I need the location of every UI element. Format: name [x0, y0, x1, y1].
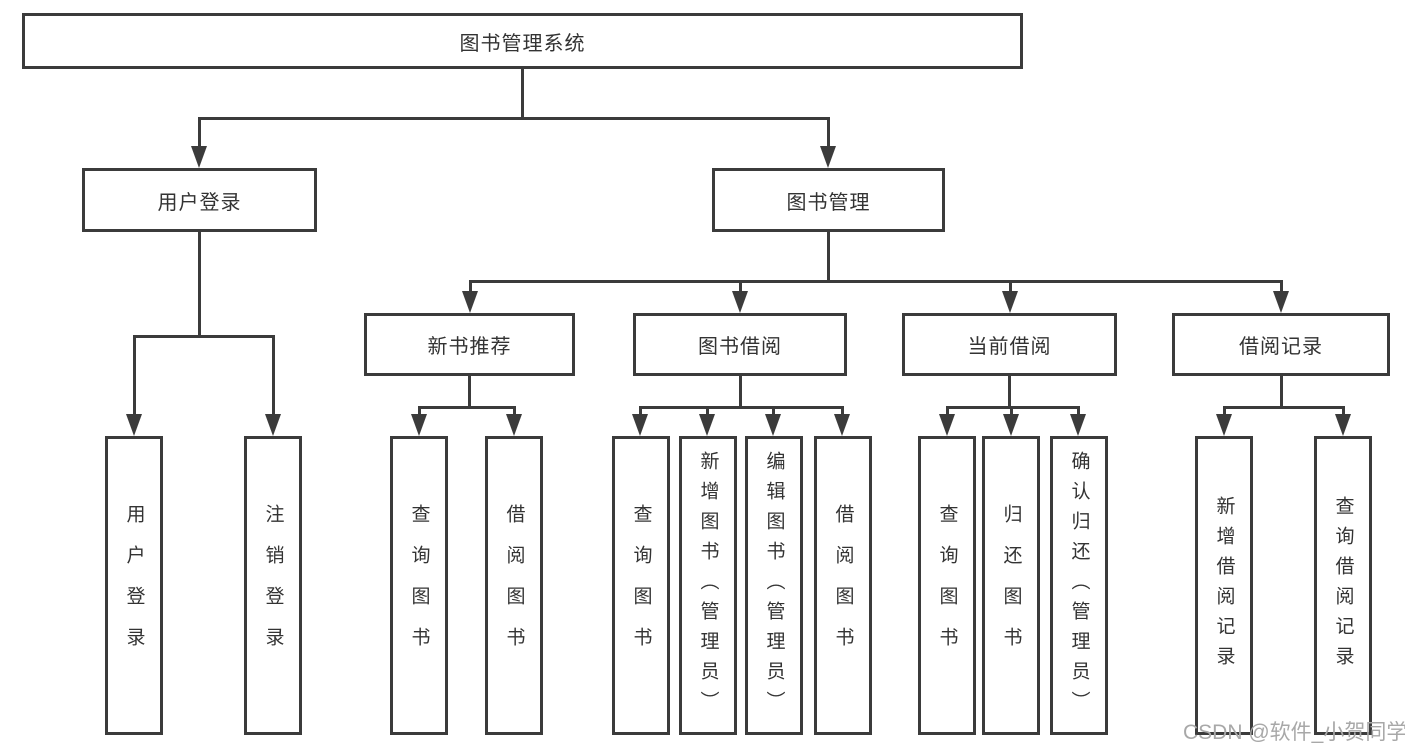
connector-line: [469, 280, 472, 293]
arrow-down-icon: [765, 414, 781, 436]
node-borrowing-records: 借阅记录: [1172, 313, 1390, 376]
arrow-down-icon: [632, 414, 648, 436]
leaf-label: 归还图书: [1000, 503, 1022, 668]
arrow-down-icon: [462, 291, 478, 313]
leaf-add-borrow-record: 新增借阅记录: [1195, 436, 1253, 735]
leaf-return-book: 归还图书: [982, 436, 1040, 735]
connector-line: [1223, 406, 1226, 417]
node-current-borrowing: 当前借阅: [902, 313, 1117, 376]
connector-line: [1077, 406, 1080, 417]
arrow-down-icon: [411, 414, 427, 436]
connector-line: [1010, 406, 1013, 417]
leaf-borrow-book: 借阅图书: [814, 436, 872, 735]
node-library-management-system: 图书管理系统: [22, 13, 1023, 69]
connector-line: [706, 406, 709, 417]
arrow-down-icon: [1216, 414, 1232, 436]
connector-line: [827, 117, 830, 148]
leaf-label: 确认归还（管理员）: [1068, 450, 1090, 721]
connector-line: [739, 280, 742, 293]
arrow-down-icon: [265, 414, 281, 436]
node-label: 图书管理: [786, 191, 871, 214]
connector-line: [198, 117, 201, 148]
arrow-down-icon: [506, 414, 522, 436]
leaf-query-borrow-record: 查询借阅记录: [1314, 436, 1372, 735]
leaf-label: 新增图书（管理员）: [697, 450, 719, 721]
connector-line: [827, 232, 830, 282]
connector-line: [841, 406, 844, 417]
leaf-confirm-return-admin: 确认归还（管理员）: [1050, 436, 1108, 735]
arrow-down-icon: [1335, 414, 1351, 436]
leaf-borrow-book-recommend: 借阅图书: [485, 436, 543, 735]
connector-line: [418, 406, 515, 409]
connector-line: [739, 376, 742, 408]
arrow-down-icon: [820, 146, 836, 168]
node-label: 新书推荐: [427, 336, 512, 358]
leaf-label: 新增借阅记录: [1213, 495, 1235, 676]
arrow-down-icon: [1273, 291, 1289, 313]
connector-line: [521, 69, 524, 118]
node-label: 用户登录: [157, 191, 242, 214]
connector-line: [946, 406, 1080, 409]
connector-line: [198, 117, 830, 120]
connector-line: [639, 406, 844, 409]
node-book-borrowing: 图书借阅: [633, 313, 847, 376]
leaf-query-book-current: 查询图书: [918, 436, 976, 735]
connector-line: [1342, 406, 1345, 417]
connector-line: [198, 232, 201, 336]
node-label: 图书管理系统: [459, 32, 586, 55]
connector-line: [1280, 280, 1283, 293]
arrow-down-icon: [191, 146, 207, 168]
arrow-down-icon: [732, 291, 748, 313]
leaf-label: 注销登录: [262, 503, 284, 668]
connector-line: [133, 335, 274, 338]
leaf-query-book-recommend: 查询图书: [390, 436, 448, 735]
node-label: 借阅记录: [1239, 336, 1323, 358]
leaf-label: 借阅图书: [503, 503, 525, 668]
arrow-down-icon: [1070, 414, 1086, 436]
leaf-label: 查询图书: [936, 503, 958, 668]
watermark: CSDN @软件_小贺同学: [1183, 721, 1405, 744]
connector-line: [1008, 376, 1011, 408]
connector-line: [772, 406, 775, 417]
arrow-down-icon: [126, 414, 142, 436]
node-book-management: 图书管理: [712, 168, 945, 232]
leaf-label: 编辑图书（管理员）: [763, 450, 785, 721]
node-user-login: 用户登录: [82, 168, 317, 232]
connector-line: [272, 335, 275, 416]
leaf-label: 查询图书: [408, 503, 430, 668]
connector-line: [133, 335, 136, 416]
arrow-down-icon: [834, 414, 850, 436]
leaf-query-book-borrowing: 查询图书: [612, 436, 670, 735]
leaf-label: 借阅图书: [832, 503, 854, 668]
node-label: 当前借阅: [967, 336, 1052, 358]
arrow-down-icon: [1002, 291, 1018, 313]
leaf-label: 查询借阅记录: [1332, 495, 1354, 676]
connector-line: [946, 406, 949, 417]
connector-line: [418, 406, 421, 417]
leaf-edit-book-admin: 编辑图书（管理员）: [745, 436, 803, 735]
connector-line: [469, 280, 1282, 283]
connector-line: [1223, 406, 1344, 409]
leaf-user-login: 用户登录: [105, 436, 163, 735]
leaf-logout: 注销登录: [244, 436, 302, 735]
connector-line: [1280, 376, 1283, 408]
connector-line: [639, 406, 642, 417]
leaf-label: 查询图书: [630, 503, 652, 668]
node-label: 图书借阅: [698, 336, 782, 358]
node-new-book-recommend: 新书推荐: [364, 313, 575, 376]
connector-line: [468, 376, 471, 408]
arrow-down-icon: [939, 414, 955, 436]
connector-line: [1009, 280, 1012, 293]
connector-line: [513, 406, 516, 417]
leaf-label: 用户登录: [123, 503, 145, 668]
leaf-add-book-admin: 新增图书（管理员）: [679, 436, 737, 735]
arrow-down-icon: [1003, 414, 1019, 436]
arrow-down-icon: [699, 414, 715, 436]
